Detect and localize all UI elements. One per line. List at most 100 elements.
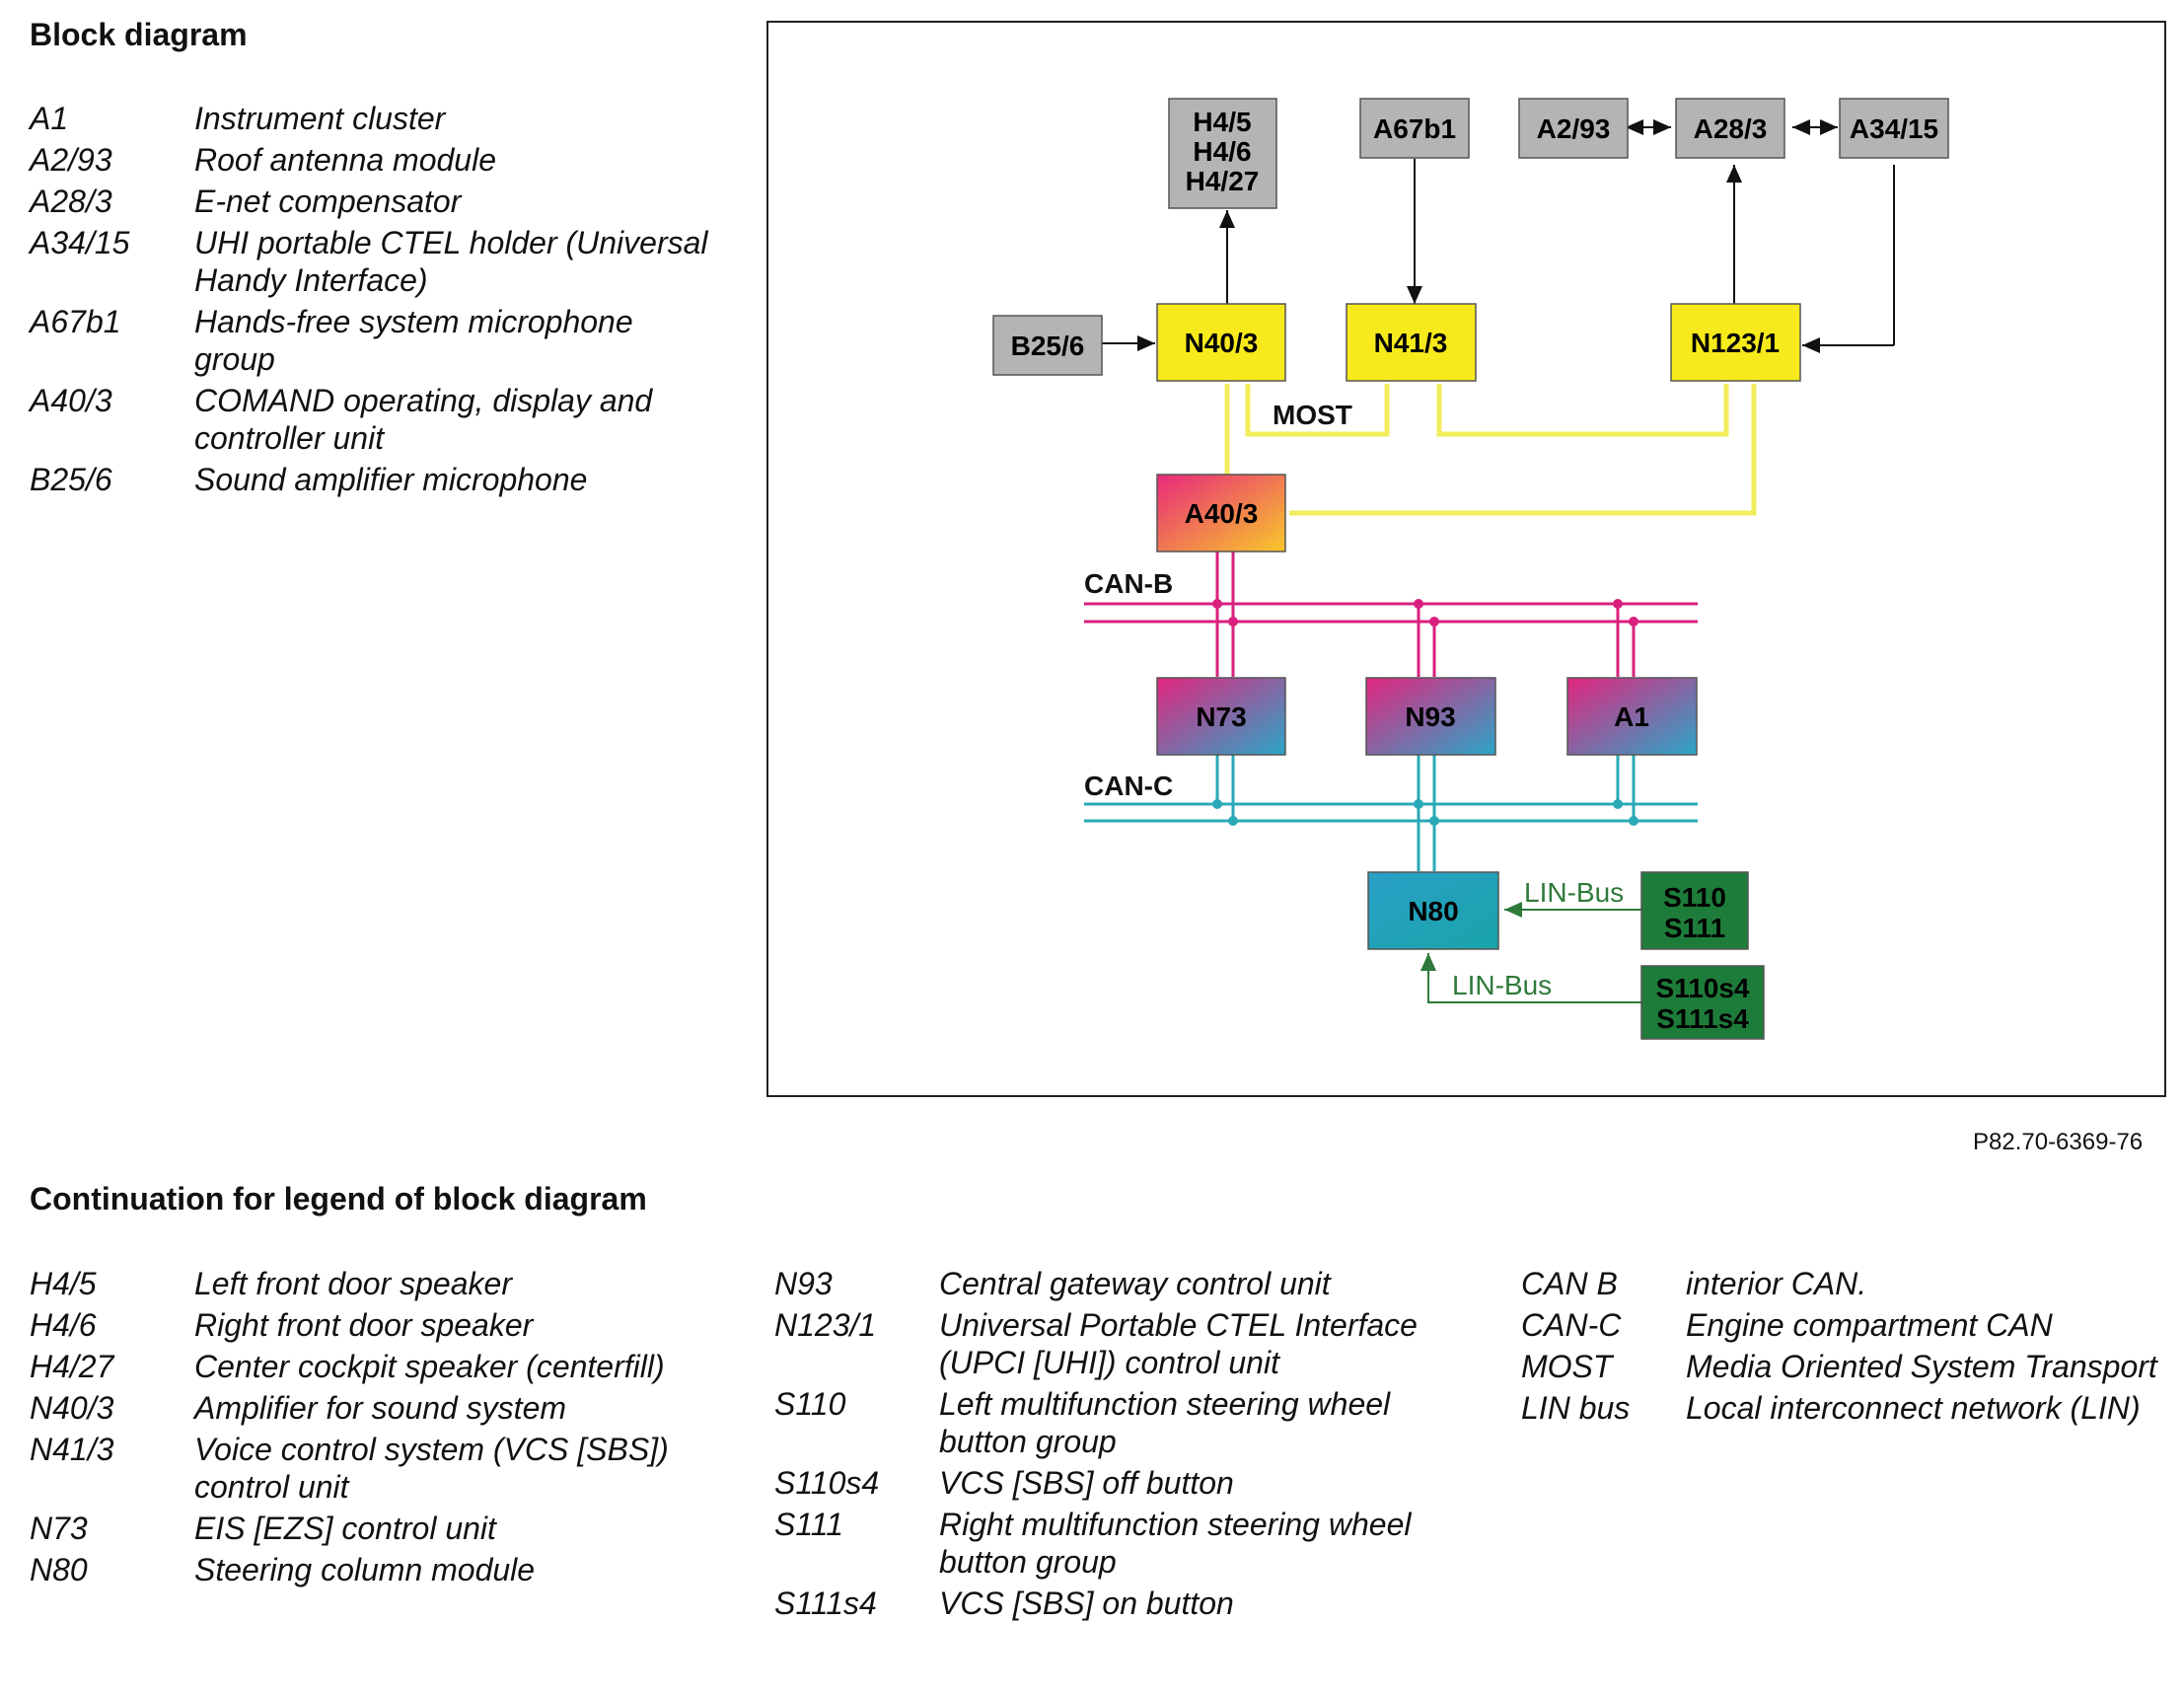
legend-code: A40/3 [30,383,112,418]
legend-description: interior CAN. [1686,1266,1867,1301]
block-a293: A2/93 [1518,98,1629,159]
block-s110s4-label: S110s4 [1656,973,1750,1003]
block-a1: A1 [1566,677,1698,756]
block-s110s4-s111s4: S110s4 S111s4 [1640,965,1765,1040]
legend-description: Local interconnect network (LIN) [1686,1390,2141,1426]
legend-row: N93 Central gateway control unit [774,1265,1465,1302]
legend-description: Hands-free system microphone group [194,304,633,377]
legend-row: A28/3 E-net compensator [30,183,710,220]
block-a3415: A34/15 [1839,98,1949,159]
legend-description: Sound amplifier microphone [194,462,588,497]
block-a283: A28/3 [1675,98,1785,159]
legend-row: S110s4 VCS [SBS] off button [774,1464,1465,1502]
legend-code: N73 [30,1511,88,1546]
legend-row: A1 Instrument cluster [30,100,710,137]
legend-description: VCS [SBS] off button [939,1465,1234,1501]
block-h4-label-2: H4/6 [1193,136,1251,167]
legend-code: S110 [774,1386,846,1422]
legend-description: UHI portable CTEL holder (Universal Hand… [194,225,708,298]
legend-row: A2/93 Roof antenna module [30,141,710,179]
continuation-title: Continuation for legend of block diagram [30,1181,647,1217]
legend-code: S111 [774,1507,843,1542]
legend-description: COMAND operating, display and controller… [194,383,653,456]
legend-description: Instrument cluster [194,101,446,136]
block-n1231: N123/1 [1670,303,1801,382]
block-s111s4-label: S111s4 [1656,1003,1749,1034]
legend-description: Amplifier for sound system [194,1390,567,1426]
legend-row: A34/15 UHI portable CTEL holder (Universa… [30,224,710,299]
can-c-label: CAN-C [1084,771,1173,801]
legend-row: B25/6 Sound amplifier microphone [30,461,710,498]
lin-bus-arrows [1420,902,1642,1003]
block-b256-label: B25/6 [1011,331,1085,361]
block-diagram: H4/5 H4/6 H4/27 A67b1 A2/93 A28/3 A34/15… [992,98,1949,1040]
legend-row: N80 Steering column module [30,1551,720,1588]
block-n80-label: N80 [1408,896,1458,926]
legend-code: H4/5 [30,1266,97,1301]
legend-code: N80 [30,1552,88,1587]
block-h4-label-1: H4/5 [1193,107,1251,137]
legend-code: B25/6 [30,462,112,497]
legend-code: A2/93 [30,142,112,178]
block-s110-label: S110 [1663,882,1726,913]
legend-code: A28/3 [30,184,112,219]
can-c-junctions [1212,799,1638,826]
legend-description: EIS [EZS] control unit [194,1511,496,1546]
legend-description: E-net compensator [194,184,462,219]
legend-description: Steering column module [194,1552,536,1587]
block-s110-s111: S110 S111 [1640,871,1749,950]
legend-code: S111s4 [774,1585,877,1621]
block-b256: B25/6 [992,315,1103,376]
legend-code: A34/15 [30,225,130,260]
legend-description: VCS [SBS] on button [939,1585,1234,1621]
figure-reference: P82.70-6369-76 [1973,1129,2144,1155]
block-a283-label: A28/3 [1694,113,1768,144]
legend-code: N93 [774,1266,833,1301]
block-n1231-label: N123/1 [1691,328,1780,358]
block-a1-label: A1 [1614,701,1649,732]
block-n73: N73 [1156,677,1286,756]
legend-code: MOST [1521,1349,1613,1384]
legend-code: H4/27 [30,1349,114,1384]
can-b-bus-lines [1084,551,1698,677]
most-label: MOST [1273,400,1352,430]
legend-description: Left front door speaker [194,1266,512,1301]
legend-code: S110s4 [774,1465,880,1501]
legend-row: N73 EIS [EZS] control unit [30,1510,720,1547]
legend-row: A40/3 COMAND operating, display and contr… [30,382,710,457]
diagram-frame: H4/5 H4/6 H4/27 A67b1 A2/93 A28/3 A34/15… [766,21,2166,1097]
block-n403: N40/3 [1156,303,1286,382]
legend-description: Roof antenna module [194,142,496,178]
legend-description: Universal Portable CTEL Interface (UPCI … [939,1307,1418,1380]
legend-description: Voice control system (VCS [SBS]) control… [194,1432,669,1505]
legend-row: A67b1 Hands-free system microphone group [30,303,710,378]
lin-bus-label-2: LIN-Bus [1452,970,1552,1000]
can-b-junctions [1212,599,1638,627]
legend-code: N123/1 [774,1307,877,1343]
legend-row: N40/3 Amplifier for sound system [30,1389,720,1427]
legend-description: Central gateway control unit [939,1266,1331,1301]
block-n73-label: N73 [1196,701,1246,732]
lin-bus-label-1: LIN-Bus [1524,877,1624,908]
legend-row: N123/1 Universal Portable CTEL Interface … [774,1306,1465,1381]
block-n413: N41/3 [1346,303,1477,382]
legend-description: Right front door speaker [194,1307,534,1343]
legend-code: CAN-C [1521,1307,1622,1343]
block-a67b1: A67b1 [1359,98,1470,159]
legend-code: A67b1 [30,304,121,339]
legend-code: N40/3 [30,1390,114,1426]
block-a293-label: A2/93 [1537,113,1611,144]
block-h4-label-3: H4/27 [1186,166,1260,196]
legend-code: A1 [30,101,69,136]
block-h4: H4/5 H4/6 H4/27 [1168,98,1277,209]
legend-code: N41/3 [30,1432,114,1467]
